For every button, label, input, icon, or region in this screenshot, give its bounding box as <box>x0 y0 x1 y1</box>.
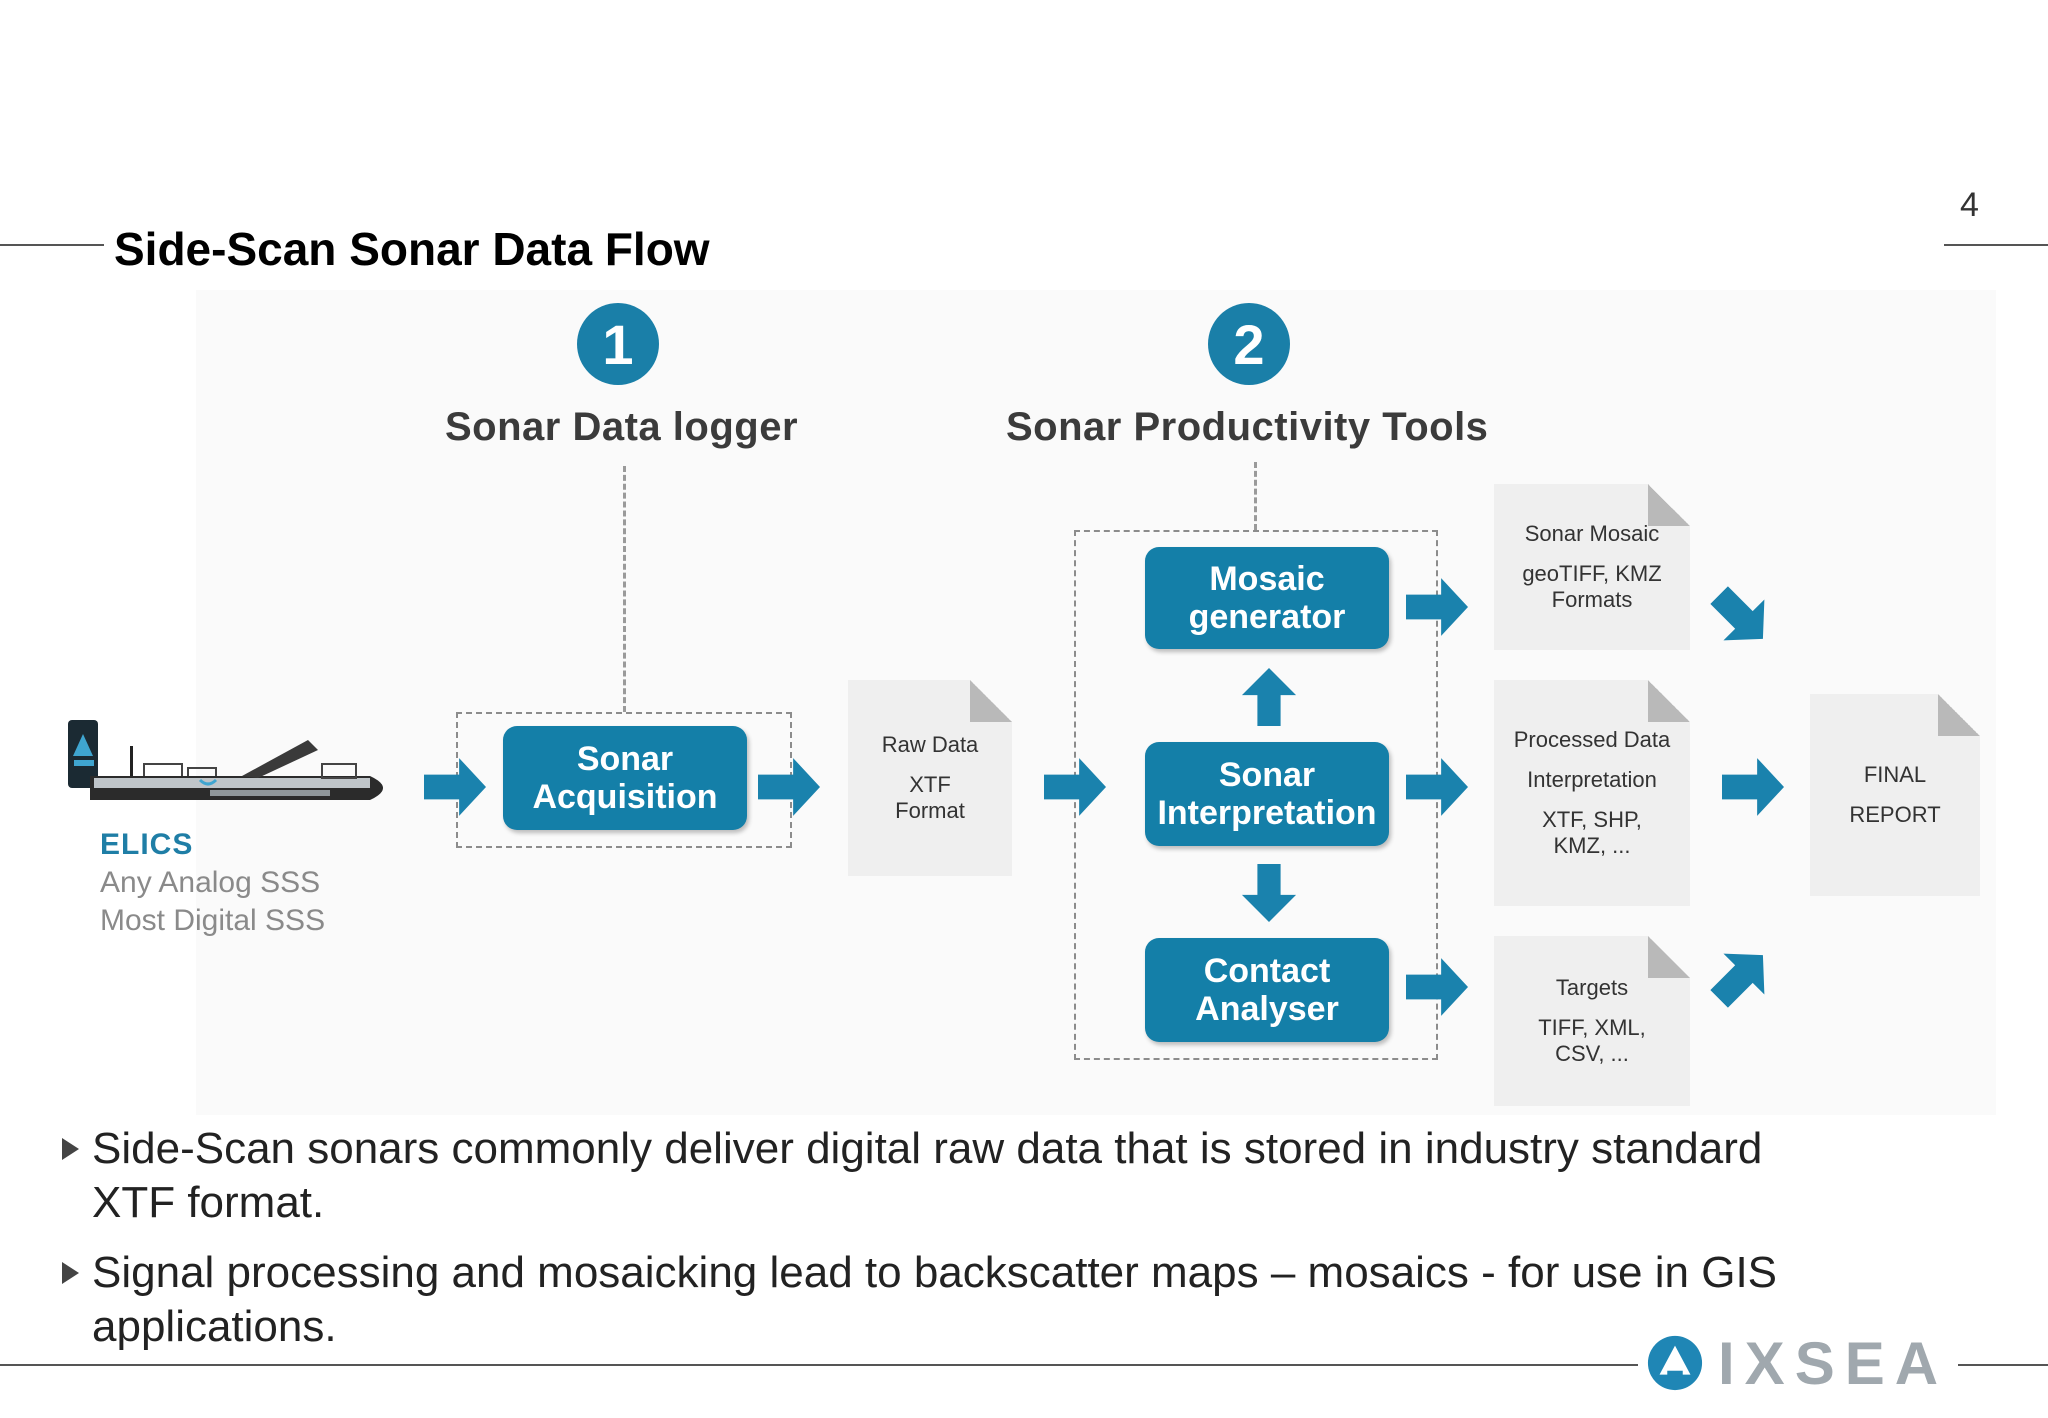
processed-doc-line-1: XTF, SHP, <box>1542 807 1642 832</box>
arrow-right-icon <box>1044 758 1106 816</box>
final-report-line-1: FINAL <box>1863 762 1927 787</box>
step-2-badge: 2 <box>1208 303 1290 385</box>
tools-connector <box>1254 462 1257 530</box>
arrow-down-right-icon <box>1710 586 1765 641</box>
mosaic-line-2: generator <box>1188 598 1346 636</box>
bullet-2-line-2: applications. <box>92 1302 337 1351</box>
ixsea-logo: IXSEA <box>1638 1328 1959 1398</box>
step-2-title: Sonar Productivity Tools <box>1006 405 1489 449</box>
targets-doc-title: Targets <box>1555 975 1629 1000</box>
raw-data-line-1: XTF <box>909 772 951 797</box>
arrow-right-icon <box>1406 758 1468 816</box>
raw-data-document: Raw Data XTF Format <box>848 680 1012 876</box>
targets-doc-line-2: CSV, ... <box>1555 1041 1629 1066</box>
mosaic-line-1: Mosaic <box>1209 560 1325 598</box>
arrow-down-icon <box>1241 864 1297 922</box>
processed-doc-line-2: KMZ, ... <box>1553 833 1631 858</box>
slide-title: Side-Scan Sonar Data Flow <box>114 223 710 275</box>
bullet-marker-icon <box>62 1138 79 1160</box>
arrow-up-icon <box>1241 668 1297 726</box>
step-1-title: Sonar Data logger <box>445 405 799 449</box>
interpretation-line-1: Sonar <box>1218 756 1316 794</box>
diagram-background <box>196 290 1996 1115</box>
bullet-1-line-2: XTF format. <box>92 1178 325 1227</box>
mosaic-doc-title: Sonar Mosaic <box>1524 521 1660 546</box>
logger-connector <box>623 466 626 712</box>
processed-data-document: Processed Data Interpretation XTF, SHP, … <box>1494 680 1690 906</box>
contact-line-1: Contact <box>1203 952 1331 990</box>
mosaic-doc-line-2: Formats <box>1551 587 1633 612</box>
sensor-line-1: Any Analog SSS <box>100 866 321 899</box>
raw-data-line-2: Format <box>895 798 965 823</box>
contact-analyser-box: Contact Analyser <box>1145 938 1389 1042</box>
arrow-right-icon <box>1406 958 1468 1016</box>
ixsea-logo-icon <box>1647 1335 1703 1391</box>
processed-doc-subtitle: Interpretation <box>1527 767 1657 792</box>
arrow-right-icon <box>1722 758 1784 816</box>
page-number: 4 <box>1960 186 1979 224</box>
acquisition-line-1: Sonar <box>576 740 674 778</box>
sonar-interpretation-box: Sonar Interpretation <box>1145 742 1389 846</box>
title-rule-left <box>0 244 104 246</box>
final-report-line-2: REPORT <box>1849 802 1941 827</box>
bullet-2-line-1: Signal processing and mosaicking lead to… <box>92 1248 1778 1297</box>
logo-text: IXSEA <box>1718 1329 1949 1397</box>
interpretation-line-2: Interpretation <box>1157 794 1377 832</box>
title-rule-right <box>1944 244 2048 246</box>
sensor-line-2: Most Digital SSS <box>100 904 326 937</box>
contact-line-2: Analyser <box>1195 990 1339 1028</box>
raw-data-title: Raw Data <box>881 732 979 757</box>
arrow-right-icon <box>424 758 486 816</box>
bullet-1-line-1: Side-Scan sonars commonly deliver digita… <box>92 1124 1763 1173</box>
sonar-mosaic-document: Sonar Mosaic geoTIFF, KMZ Formats <box>1494 484 1690 650</box>
arrow-up-right-icon <box>1710 953 1765 1008</box>
acquisition-line-2: Acquisition <box>532 778 718 816</box>
footer-rule <box>0 1364 2048 1366</box>
arrow-right-icon <box>758 758 820 816</box>
step-1-badge: 1 <box>577 303 659 385</box>
bullet-point-1: Side-Scan sonars commonly deliver digita… <box>62 1122 1962 1230</box>
targets-document: Targets TIFF, XML, CSV, ... <box>1494 936 1690 1106</box>
mosaic-doc-line-1: geoTIFF, KMZ <box>1522 561 1662 586</box>
bullet-point-2: Signal processing and mosaicking lead to… <box>62 1246 1962 1354</box>
towfish-icon <box>68 720 383 800</box>
processed-doc-title: Processed Data <box>1513 727 1671 752</box>
bullet-marker-icon <box>62 1262 79 1284</box>
mosaic-generator-box: Mosaic generator <box>1145 547 1389 649</box>
arrow-right-icon <box>1406 578 1468 636</box>
targets-doc-line-1: TIFF, XML, <box>1538 1015 1646 1040</box>
sonar-acquisition-box: Sonar Acquisition <box>503 726 747 830</box>
final-report-document: FINAL REPORT <box>1810 694 1980 896</box>
sensor-name: ELICS <box>100 828 194 861</box>
